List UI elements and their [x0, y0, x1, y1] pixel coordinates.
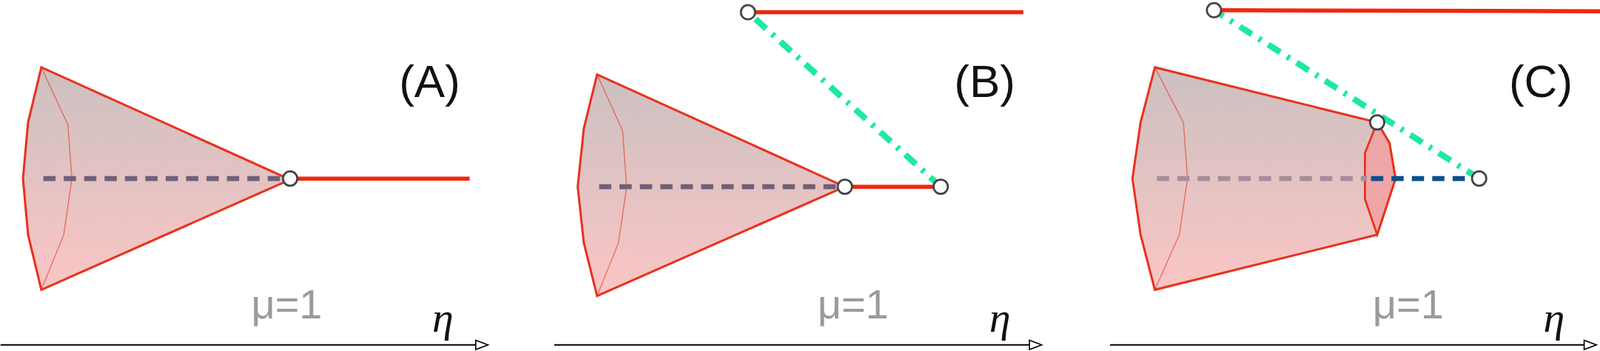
green-dash-dot	[1213, 10, 1479, 179]
panel-a	[0, 67, 489, 350]
parameter-label: μ=1	[250, 283, 322, 325]
point	[1207, 2, 1222, 18]
panel-letter: (C)	[1508, 58, 1573, 105]
axis-arrowhead	[475, 340, 489, 350]
eta-axis	[1110, 344, 1586, 346]
red-line	[1213, 10, 1600, 12]
point	[933, 179, 949, 194]
dashed-axis	[43, 176, 291, 182]
cone	[577, 74, 846, 297]
panel-letter: (A)	[398, 58, 461, 105]
panel-b	[554, 5, 1042, 350]
dashed-axis	[1156, 176, 1367, 182]
axis-arrowhead	[1584, 340, 1598, 350]
axis-label: η	[1540, 296, 1569, 339]
red-line	[748, 10, 1024, 15]
panel-letter: (B)	[953, 58, 1016, 105]
point	[837, 179, 852, 194]
point	[282, 170, 297, 186]
parameter-label: μ=1	[1372, 283, 1444, 325]
panel-c	[1110, 2, 1600, 350]
cone	[22, 67, 291, 290]
red-line	[290, 176, 470, 181]
green-dash-dot	[748, 12, 941, 188]
dashed-axis	[599, 184, 846, 190]
point	[1471, 170, 1487, 186]
axis-arrowhead	[1029, 340, 1042, 350]
eta-axis	[0, 344, 479, 346]
red-line	[845, 184, 942, 189]
eta-axis	[554, 344, 1032, 346]
point	[740, 5, 755, 20]
axis-label: η	[986, 296, 1014, 339]
parameter-label: μ=1	[817, 283, 889, 325]
point	[1369, 115, 1384, 130]
axis-label: η	[429, 296, 457, 339]
dashed-axis-blue	[1371, 176, 1480, 182]
